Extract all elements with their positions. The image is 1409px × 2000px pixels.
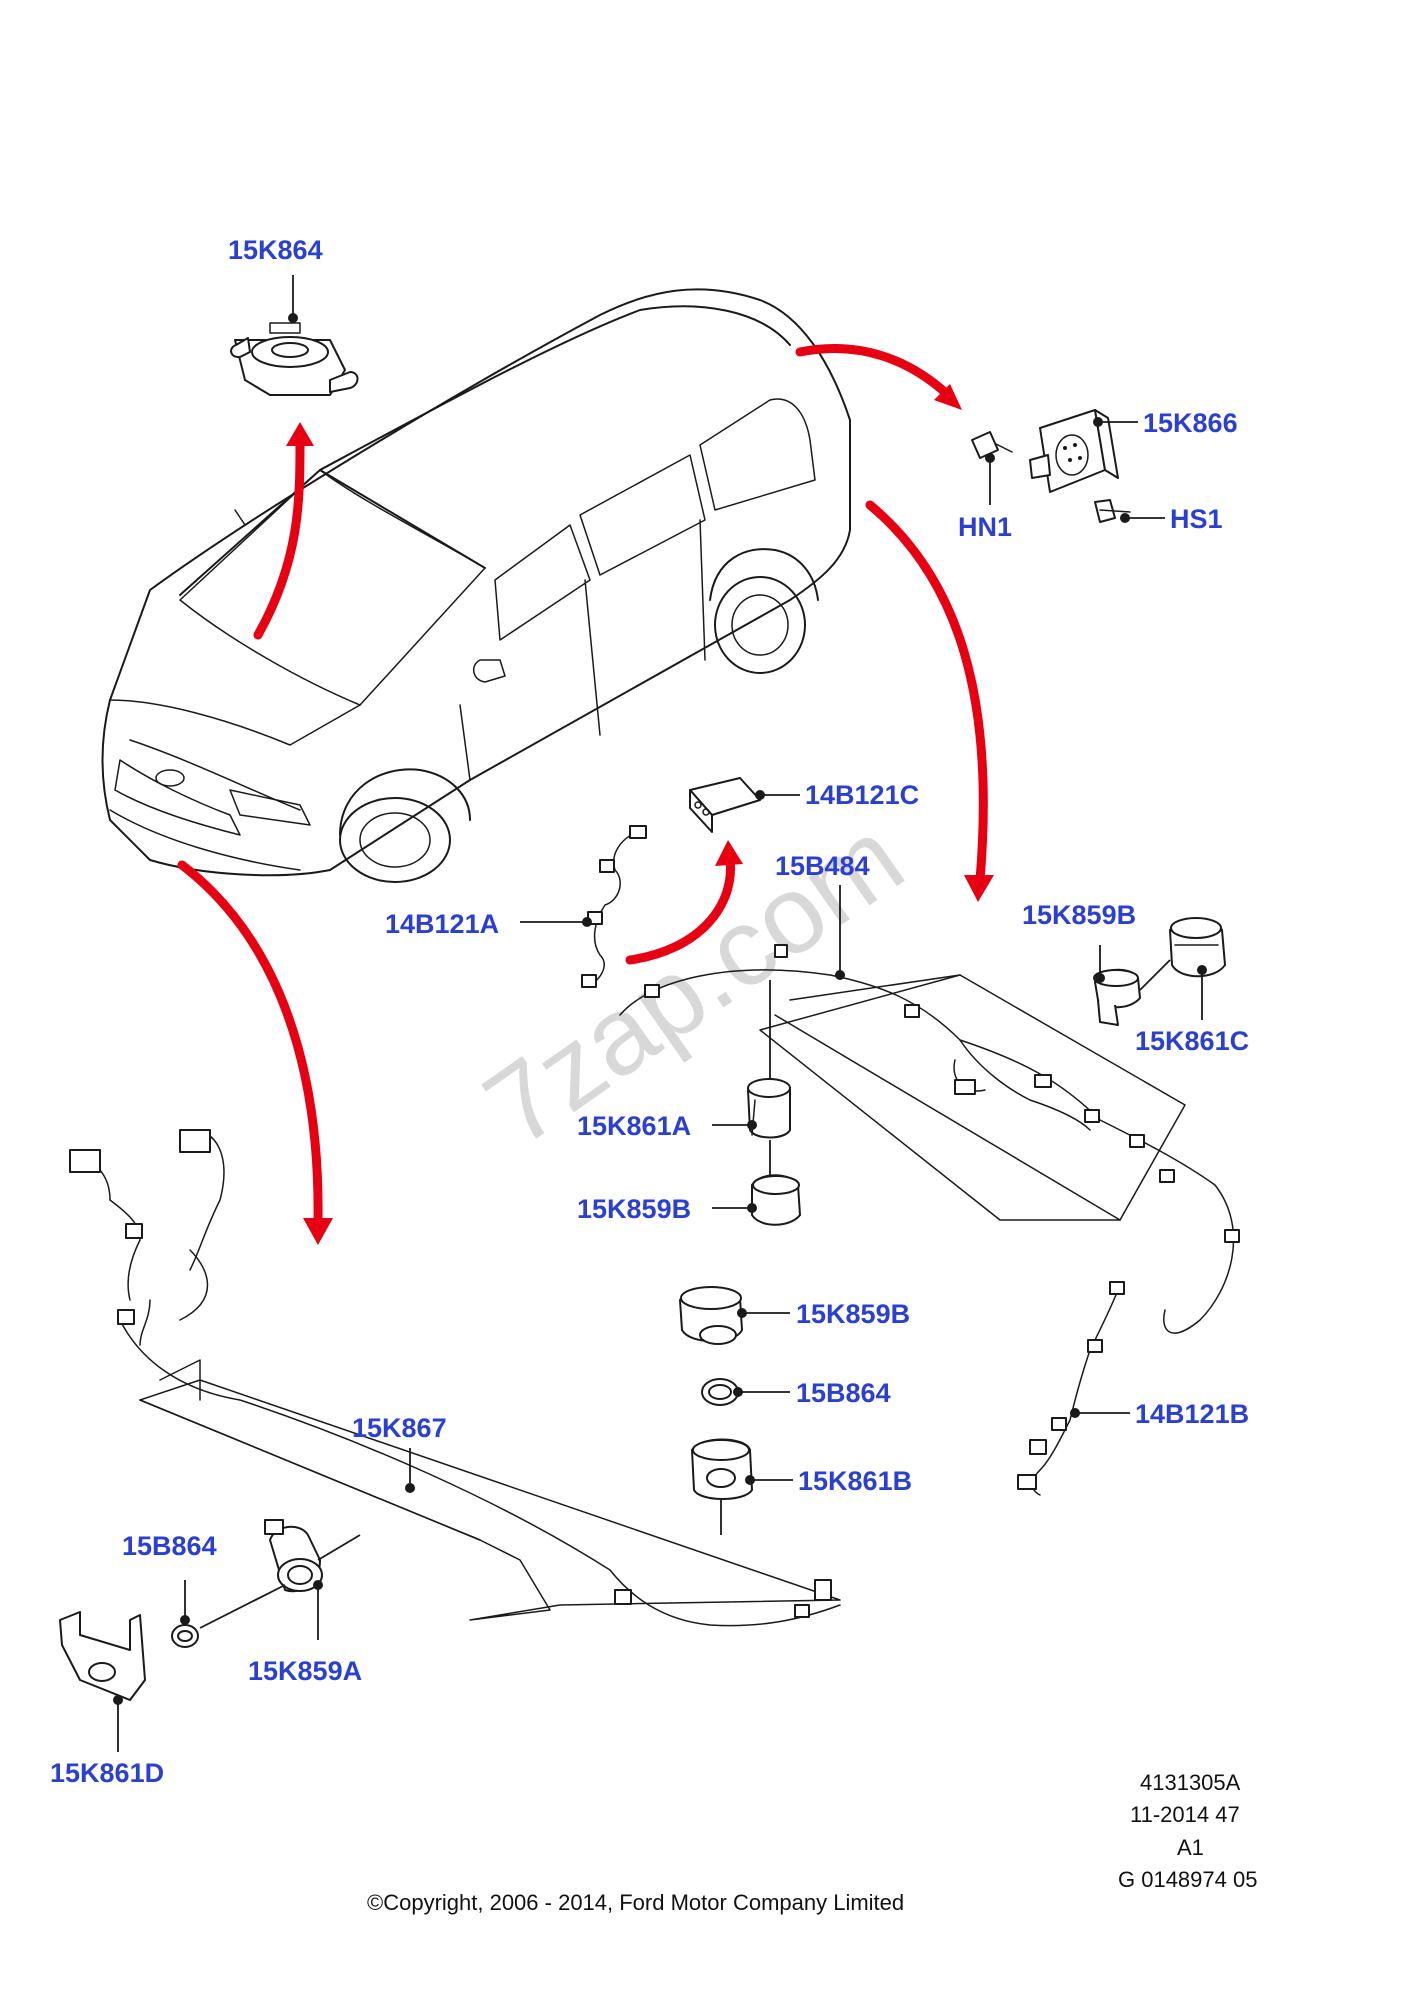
part-15b864-ring-left — [171, 1624, 199, 1648]
part-front-bumper — [139, 1359, 841, 1621]
arrow-to-rear-bumper — [865, 500, 988, 885]
label-15b484: 15B484 — [775, 851, 870, 881]
label-14b121c: 14B121C — [805, 780, 919, 810]
arrowhead-14b121c — [715, 840, 743, 866]
part-14b121c-connector — [689, 777, 761, 833]
arrowhead-15k866 — [934, 384, 962, 410]
label-15k867: 15K867 — [352, 1413, 447, 1443]
arrow-to-15k866 — [795, 344, 953, 400]
label-15k861b: 15K861B — [798, 1466, 912, 1496]
label-15k859b-mid: 15K859B — [577, 1194, 691, 1224]
label-14b121a: 14B121A — [385, 909, 499, 939]
drawing-reference-block: 4131305A 11-2014 47 A1 G 0148974 05 — [1118, 1770, 1257, 1892]
arrowhead-front-bumper — [303, 1218, 333, 1245]
label-hs1: HS1 — [1170, 504, 1223, 534]
part-15k861c-bracket — [1169, 917, 1226, 978]
label-15k864: 15K864 — [228, 235, 323, 265]
label-15k859b-top: 15K859B — [1022, 900, 1136, 930]
label-15k859b-low: 15K859B — [796, 1299, 910, 1329]
part-15k864-buzzer — [230, 322, 359, 396]
part-15k859a-sensor — [264, 1519, 323, 1593]
part-15k866-module — [1029, 409, 1119, 493]
reference-date: 11-2014 47 — [1130, 1802, 1240, 1827]
part-15k867-harness — [69, 1129, 841, 1627]
label-14b121b: 14B121B — [1135, 1399, 1249, 1429]
part-14b121b-harness — [1017, 1281, 1125, 1496]
label-15k861a: 15K861A — [577, 1111, 691, 1141]
part-15k859b-sensor-low — [679, 1286, 743, 1345]
part-hn1-nut — [971, 431, 1013, 459]
part-15b484-harness — [619, 944, 1240, 1334]
part-rear-bumper — [759, 974, 1186, 1221]
label-15b864-left: 15B864 — [122, 1531, 217, 1561]
label-15k861d: 15K861D — [50, 1758, 164, 1788]
arrowhead-15k864 — [286, 422, 314, 446]
part-15k861a-bracket — [747, 1078, 791, 1139]
arrow-to-15k864 — [253, 435, 305, 640]
label-15k861c: 15K861C — [1135, 1026, 1249, 1056]
label-15k859a: 15K859A — [248, 1656, 362, 1686]
part-15k861d-bracket — [59, 1611, 146, 1701]
label-15k866: 15K866 — [1143, 408, 1238, 438]
label-hn1: HN1 — [958, 512, 1012, 542]
part-15k859b-sensor-top — [1093, 968, 1141, 1026]
arrow-to-14b121c — [625, 855, 735, 965]
copyright-notice: ©Copyright, 2006 - 2014, Ford Motor Comp… — [367, 1890, 904, 1915]
part-15k861b-bracket — [691, 1438, 753, 1500]
reference-revision: A1 — [1177, 1835, 1204, 1860]
reference-code: 4131305A — [1140, 1770, 1241, 1795]
label-15b864-right: 15B864 — [796, 1378, 891, 1408]
red-arrows — [177, 344, 994, 1245]
part-15k859b-sensor-mid — [751, 1174, 801, 1226]
part-15b864-ring-right — [701, 1378, 739, 1406]
part-14b121a-harness — [581, 825, 647, 988]
arrow-to-front-bumper — [177, 860, 323, 1225]
part-hs1-screw — [1094, 499, 1131, 523]
arrowhead-rear-bumper — [964, 875, 994, 902]
reference-drawing-id: G 0148974 05 — [1118, 1867, 1257, 1892]
vehicle-illustration — [101, 288, 851, 883]
